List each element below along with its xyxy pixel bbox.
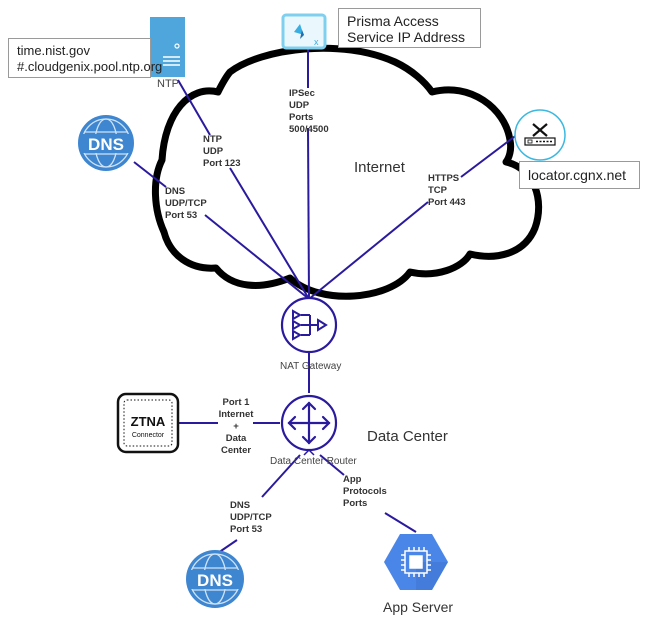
link-label-line: Ports: [289, 112, 314, 123]
prisma-line-1: Prisma Access: [347, 13, 439, 29]
prisma-access-icon[interactable]: x: [281, 13, 327, 50]
ntp-callout: time.nist.gov #.cloudgenix.pool.ntp.org: [8, 38, 163, 78]
link-label-line: +: [233, 421, 239, 432]
dns-globe-icon[interactable]: DNS: [78, 115, 134, 171]
svg-text:ZTNA: ZTNA: [131, 414, 166, 429]
link-dns-upper: [133, 161, 167, 188]
link-label-line: IPSec: [289, 88, 315, 99]
locator-callout: locator.cgnx.net: [519, 161, 640, 189]
svg-text:Connector: Connector: [132, 432, 165, 439]
locator-host: locator.cgnx.net: [528, 167, 627, 183]
svg-text:x: x: [314, 37, 319, 47]
data-center-label: Data Center: [367, 428, 448, 445]
link-label-line: Internet: [218, 409, 254, 420]
internet-cloud: [151, 44, 543, 300]
dc-router-caption: Data Center Router: [270, 456, 357, 467]
ntp-server-2: #.cloudgenix.pool.ntp.org: [17, 59, 163, 74]
link-label-dns-internet: DNS UDP/TCP Port 53: [165, 186, 207, 222]
link-ntp-upper: [177, 79, 211, 136]
link-label-line: UDP: [289, 100, 310, 111]
link-label-line: TCP: [428, 185, 447, 196]
link-label-line: App: [343, 474, 362, 485]
app-server-caption: App Server: [383, 599, 454, 615]
link-label-line: Port 53: [165, 210, 198, 221]
svg-text:DNS: DNS: [197, 571, 233, 590]
link-ipsec-lower: [307, 127, 310, 300]
link-label-ztna: Port 1 Internet + Data Center: [214, 397, 258, 457]
prisma-callout: Prisma Access Service IP Address: [338, 8, 481, 48]
link-dns-dc-upper: [261, 454, 301, 498]
links: [133, 46, 519, 556]
link-label-line: UDP/TCP: [230, 512, 272, 523]
link-label-line: 500/4500: [289, 124, 329, 135]
link-label-ntp: NTP UDP Port 123: [203, 134, 241, 170]
link-https-upper: [460, 133, 519, 178]
router-arrows-icon[interactable]: [280, 394, 338, 456]
link-label-line: Port 1: [222, 397, 250, 408]
link-app-lower: [384, 512, 417, 533]
link-label-line: DNS: [230, 500, 251, 511]
link-label-line: HTTPS: [428, 173, 460, 184]
prisma-line-2: Service IP Address: [347, 29, 466, 45]
link-label-line: NTP: [203, 134, 222, 145]
ntp-caption: NTP: [157, 78, 179, 90]
link-label-line: Port 53: [230, 524, 263, 535]
link-ntp-lower: [229, 167, 310, 300]
link-label-line: Center: [220, 445, 252, 456]
link-dns-lower: [204, 214, 310, 300]
link-label-ipsec: IPSec UDP Ports 500/4500: [289, 88, 329, 136]
nat-gateway-icon[interactable]: [280, 296, 338, 354]
compute-chip-icon[interactable]: [384, 534, 448, 590]
server-icon[interactable]: [150, 17, 185, 77]
link-https-lower: [308, 201, 429, 300]
link-label-app: App Protocols Ports: [343, 474, 387, 510]
link-label-line: UDP: [203, 146, 224, 157]
link-label-https: HTTPS TCP Port 443: [428, 173, 466, 209]
router-x-icon[interactable]: [514, 109, 566, 161]
link-label-line: Data: [225, 433, 247, 444]
ztna-connector-icon[interactable]: ZTNA Connector: [116, 392, 180, 454]
link-label-line: UDP/TCP: [165, 198, 207, 209]
link-label-line: Ports: [343, 498, 368, 509]
svg-text:DNS: DNS: [88, 135, 124, 154]
link-label-line: Port 443: [428, 197, 466, 208]
link-label-line: Protocols: [343, 486, 387, 497]
internet-label: Internet: [354, 159, 405, 176]
link-label-dns-dc: DNS UDP/TCP Port 53: [230, 500, 272, 536]
nat-gateway-caption: NAT Gateway: [280, 361, 342, 372]
link-label-line: DNS: [165, 186, 186, 197]
link-app-upper: [319, 454, 345, 476]
link-label-line: Port 123: [203, 158, 241, 169]
dns-globe-icon[interactable]: DNS: [186, 550, 244, 608]
ntp-server-1: time.nist.gov: [17, 43, 90, 58]
